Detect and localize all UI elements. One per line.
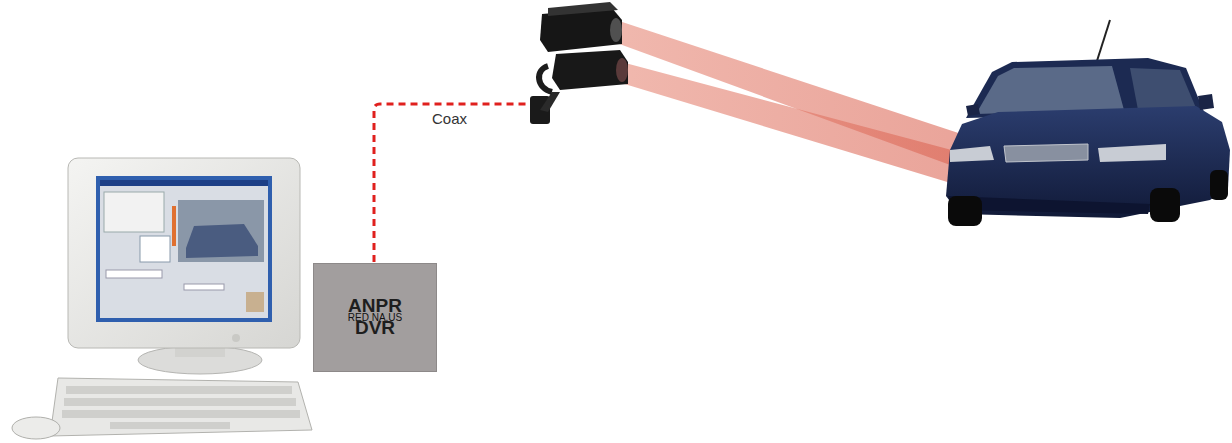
car-illustration	[946, 20, 1230, 226]
app-window	[100, 186, 268, 318]
illuminator	[552, 50, 628, 90]
monitor-frame	[68, 158, 300, 348]
key-row	[66, 386, 292, 394]
computer-illustration	[12, 158, 312, 439]
headlight	[1098, 144, 1166, 162]
camera-illustration	[530, 2, 628, 124]
wheel	[948, 196, 982, 226]
headlight	[950, 146, 994, 162]
node-label: RED NA.US	[348, 312, 402, 323]
wheel	[1150, 188, 1180, 222]
ir-lamp	[616, 58, 628, 82]
space-bar	[110, 422, 230, 429]
mount-arm	[540, 92, 560, 112]
beam	[610, 18, 1010, 185]
mouse	[12, 417, 60, 439]
windshield	[976, 66, 1124, 114]
camera-view	[178, 200, 264, 262]
mount-arm	[539, 66, 552, 92]
car-body	[946, 106, 1230, 218]
barrier	[172, 206, 176, 246]
cable-label: Coax	[432, 111, 467, 128]
power-button	[232, 334, 240, 342]
monitor-screen	[96, 176, 272, 322]
key-row	[62, 410, 300, 418]
keys	[62, 386, 300, 429]
mirror	[966, 104, 980, 116]
panel	[104, 192, 164, 232]
wheel	[1210, 170, 1228, 200]
photo	[246, 292, 264, 312]
sun-shield	[548, 2, 618, 16]
grille	[1004, 144, 1088, 162]
calendar	[140, 236, 170, 262]
side-window	[1130, 68, 1196, 110]
field	[184, 284, 224, 290]
field	[106, 270, 162, 278]
keyboard	[50, 378, 312, 436]
mirror	[1198, 94, 1214, 110]
coax-cable	[374, 104, 532, 262]
key-row	[64, 398, 296, 406]
plate-ellipse: RED NA.US	[313, 263, 437, 372]
lens	[610, 18, 622, 42]
car-thumbnail	[186, 224, 258, 258]
title-bar	[100, 180, 268, 186]
antenna	[1096, 20, 1110, 64]
